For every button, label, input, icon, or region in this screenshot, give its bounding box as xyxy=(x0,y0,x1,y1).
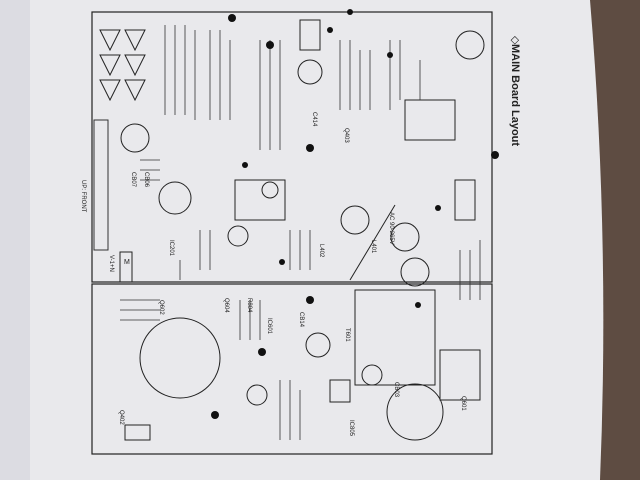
silkscreen-label: L401 xyxy=(370,240,376,254)
regulator-triangles xyxy=(99,29,146,102)
silkscreen-label: IC805 xyxy=(348,420,354,437)
silkscreen-label: CB03 xyxy=(393,382,399,398)
silkscreen-label: C414 xyxy=(311,112,317,127)
silkscreen-label: T601 xyxy=(344,328,350,342)
silkscreen-label: Q403 xyxy=(343,128,349,143)
connector-strip xyxy=(93,119,109,251)
page-title: MAIN Board Layout xyxy=(509,44,521,146)
silkscreen-label: Q604 xyxy=(223,298,229,313)
silkscreen-label: IC201 xyxy=(168,240,174,257)
lower-board-outline xyxy=(91,283,493,455)
silkscreen-label: Q601 xyxy=(460,396,466,411)
silkscreen-label: M xyxy=(124,259,130,266)
title-bullet-icon: ◇ xyxy=(509,36,521,45)
component-clutter xyxy=(120,25,481,440)
silkscreen-label: Q402 xyxy=(118,410,124,425)
paper-page xyxy=(0,0,604,480)
silkscreen-label: CB06 xyxy=(143,172,149,188)
silkscreen-label: CB07 xyxy=(130,172,136,188)
mounting-holes xyxy=(211,9,499,419)
capacitor-outlines xyxy=(120,30,485,441)
silkscreen-label: L402 xyxy=(318,244,324,258)
silkscreen-label: Q602 xyxy=(158,300,164,315)
silkscreen-label: UP: FRONT xyxy=(80,180,86,213)
upper-board-outline xyxy=(91,11,493,283)
silkscreen-label: R804 xyxy=(246,298,252,313)
silkscreen-label: AC 90-265V xyxy=(388,212,394,245)
divider-line xyxy=(349,204,396,281)
paper-left-edge xyxy=(0,0,30,480)
silkscreen-label: CB14 xyxy=(298,312,304,328)
component-rectangles xyxy=(119,19,481,441)
silkscreen-label: V-1+N xyxy=(108,255,114,272)
silkscreen-label: IC601 xyxy=(266,318,272,335)
